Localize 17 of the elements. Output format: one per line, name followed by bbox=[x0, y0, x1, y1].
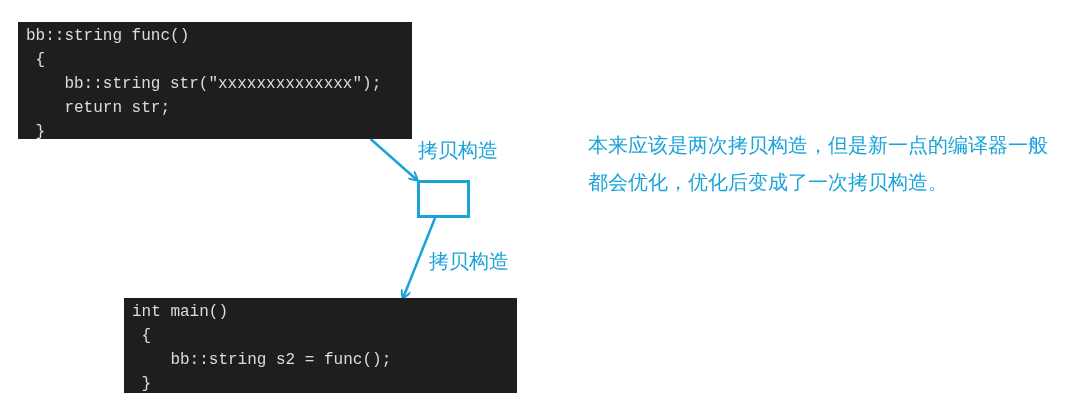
code-line: bb::string str("xxxxxxxxxxxxxx"); bbox=[64, 74, 382, 95]
code-line: int main() bbox=[132, 302, 228, 323]
arrow bbox=[400, 217, 437, 300]
code-line: { bbox=[141, 326, 152, 347]
code-line: bb::string s2 = func(); bbox=[170, 350, 392, 371]
code-block bbox=[18, 22, 412, 139]
code-line: bb::string func() bbox=[26, 26, 190, 47]
code-block bbox=[124, 298, 517, 393]
code-line: { bbox=[35, 50, 46, 71]
edge-label: 拷贝构造 bbox=[418, 137, 498, 163]
code-line: return str; bbox=[64, 98, 170, 119]
note-text: 本来应该是两次拷贝构造，但是新一点的编译器一般都会优化，优化后变成了一次拷贝构造。 bbox=[588, 132, 1049, 196]
edge-label: 拷贝构造 bbox=[429, 248, 509, 274]
arrow bbox=[369, 138, 419, 182]
empty-box bbox=[417, 180, 470, 218]
code-line: } bbox=[141, 374, 152, 395]
code-line: } bbox=[35, 122, 46, 143]
